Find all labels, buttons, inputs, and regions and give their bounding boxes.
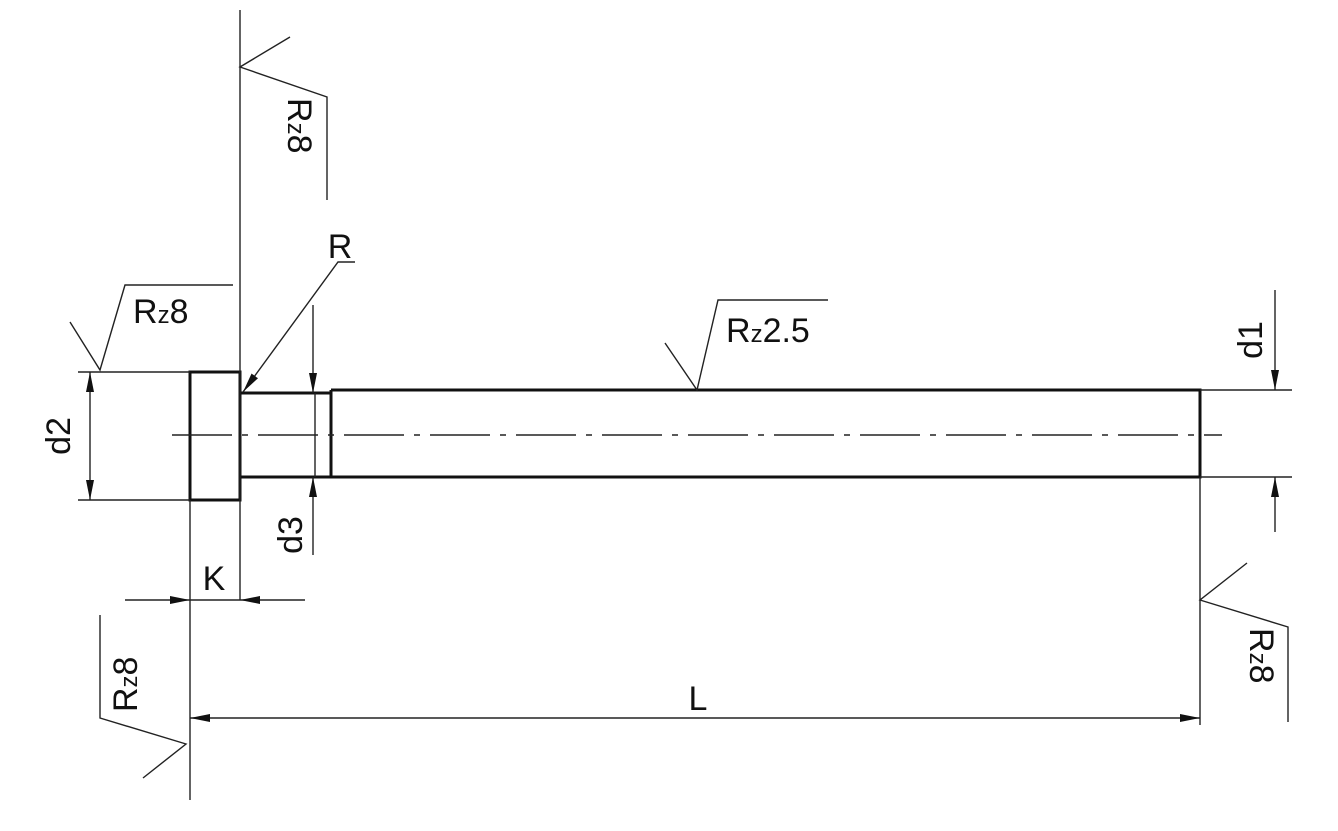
svg-text:Rz8: Rz8 (133, 293, 188, 331)
roughness-right-end: Rz8 (1198, 562, 1289, 722)
d1-label: d1 (1232, 321, 1270, 359)
d2-label: d2 (40, 417, 78, 455)
l-label: L (689, 680, 708, 718)
roughness-shaft: Rz2.5 (664, 299, 828, 392)
svg-text:Rz2.5: Rz2.5 (726, 312, 810, 350)
neck (240, 390, 333, 479)
shaft (331, 388, 1202, 479)
extension-lines (78, 10, 1292, 800)
part-outline (172, 370, 1222, 502)
r-label: R (328, 228, 353, 266)
svg-text:Rz8: Rz8 (107, 657, 145, 712)
k-label: K (203, 560, 226, 598)
roughness-bottom-left: Rz8 (99, 615, 188, 779)
roughness-head-left: Rz8 (69, 284, 233, 372)
r-leader (242, 261, 355, 393)
dimension-lines (86, 261, 1279, 722)
d3-label: d3 (272, 516, 310, 554)
svg-text:Rz8: Rz8 (1242, 628, 1280, 683)
roughness-top: Rz8 (238, 36, 328, 200)
head (188, 370, 242, 502)
svg-text:Rz8: Rz8 (280, 98, 318, 153)
